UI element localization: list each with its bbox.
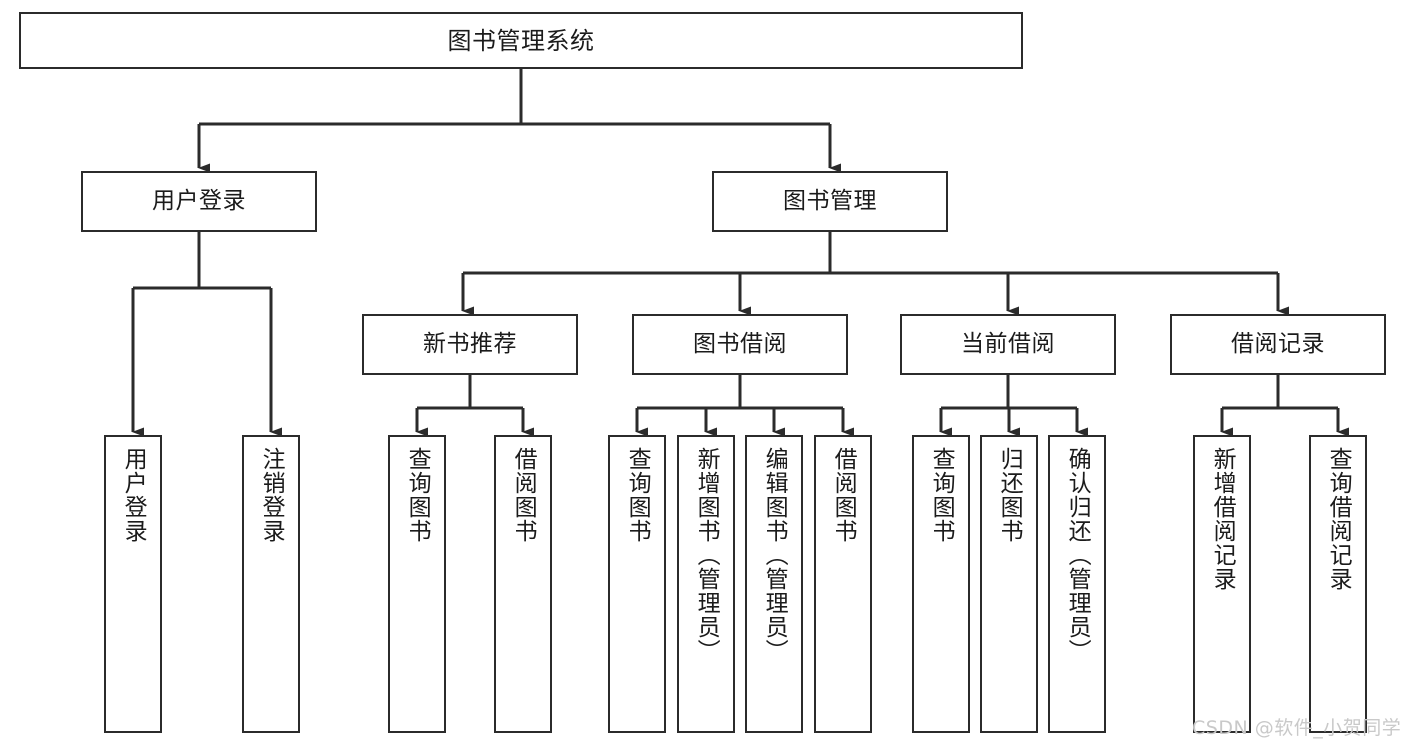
node-book-borrow-label: 图书借阅 (693, 331, 787, 358)
leaf-query-book-current[interactable]: 查询图书 (912, 435, 970, 733)
node-user-login-label: 用户登录 (152, 188, 246, 215)
node-book-management[interactable]: 图书管理 (712, 171, 948, 232)
node-new-book-recommend[interactable]: 新书推荐 (362, 314, 578, 375)
leaf-user-login-label: 用户登录 (120, 447, 147, 543)
leaf-query-book-new-label: 查询图书 (404, 447, 431, 543)
leaf-query-book-current-label: 查询图书 (928, 447, 955, 543)
leaf-query-borrow-record[interactable]: 查询借阅记录 (1309, 435, 1367, 733)
node-current-borrow-label: 当前借阅 (961, 331, 1055, 358)
leaf-query-borrow-record-label: 查询借阅记录 (1325, 447, 1352, 591)
leaf-logout-label: 注销登录 (258, 447, 285, 543)
leaf-return-book[interactable]: 归还图书 (980, 435, 1038, 733)
leaf-query-book-borrow[interactable]: 查询图书 (608, 435, 666, 733)
node-book-management-label: 图书管理 (783, 188, 877, 215)
leaf-query-book-new[interactable]: 查询图书 (388, 435, 446, 733)
leaf-borrow-book-new-label: 借阅图书 (510, 447, 537, 543)
leaf-logout[interactable]: 注销登录 (242, 435, 300, 733)
node-user-login[interactable]: 用户登录 (81, 171, 317, 232)
node-root-label: 图书管理系统 (447, 26, 595, 55)
leaf-borrow-book[interactable]: 借阅图书 (814, 435, 872, 733)
leaf-edit-book-admin-label: 编辑图书（管理员） (761, 447, 788, 663)
leaf-user-login[interactable]: 用户登录 (104, 435, 162, 733)
leaf-return-book-label: 归还图书 (996, 447, 1023, 543)
leaf-borrow-book-new[interactable]: 借阅图书 (494, 435, 552, 733)
leaf-confirm-return-admin-label: 确认归还（管理员） (1064, 447, 1091, 663)
leaf-add-borrow-record[interactable]: 新增借阅记录 (1193, 435, 1251, 733)
leaf-add-book-admin[interactable]: 新增图书（管理员） (677, 435, 735, 733)
node-root[interactable]: 图书管理系统 (19, 12, 1023, 69)
leaf-query-book-borrow-label: 查询图书 (624, 447, 651, 543)
node-current-borrow[interactable]: 当前借阅 (900, 314, 1116, 375)
node-new-book-recommend-label: 新书推荐 (423, 331, 517, 358)
leaf-add-book-admin-label: 新增图书（管理员） (693, 447, 720, 663)
leaf-add-borrow-record-label: 新增借阅记录 (1209, 447, 1236, 591)
node-borrow-record[interactable]: 借阅记录 (1170, 314, 1386, 375)
leaf-edit-book-admin[interactable]: 编辑图书（管理员） (745, 435, 803, 733)
node-borrow-record-label: 借阅记录 (1231, 331, 1325, 358)
leaf-confirm-return-admin[interactable]: 确认归还（管理员） (1048, 435, 1106, 733)
node-book-borrow[interactable]: 图书借阅 (632, 314, 848, 375)
leaf-borrow-book-label: 借阅图书 (830, 447, 857, 543)
